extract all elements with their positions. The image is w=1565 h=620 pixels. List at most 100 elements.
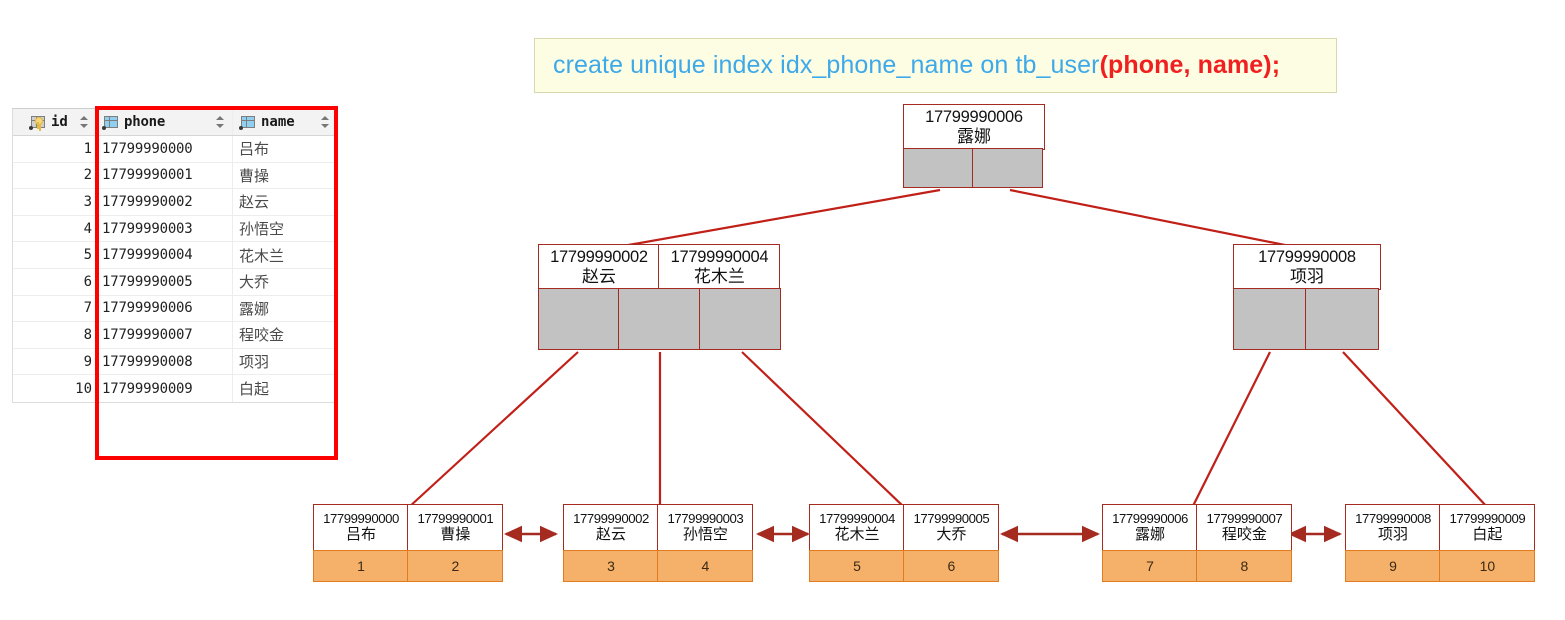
node-key-phone: 17799990008 <box>1258 248 1356 267</box>
grid-cell-id: 10 <box>75 380 92 397</box>
node-key-name: 花木兰 <box>834 525 880 543</box>
column-icon <box>102 115 119 130</box>
node-key-phone: 17799990008 <box>1355 511 1431 527</box>
grid-cell-id: 3 <box>83 193 92 210</box>
leaf-id-cell: 10 <box>1439 550 1536 583</box>
node-key-name: 赵云 <box>582 266 616 286</box>
node-key-phone: 17799990004 <box>819 511 895 527</box>
sql-statement-text: create unique index idx_phone_name on tb… <box>553 51 1280 80</box>
grid-cell-phone: 17799990003 <box>97 215 232 242</box>
grid-cell-name: 白起 <box>232 375 337 402</box>
node-key-name: 赵云 <box>595 525 626 543</box>
leaf-id-cell: 7 <box>1102 550 1198 583</box>
node-key-name: 花木兰 <box>693 266 745 286</box>
grid-cell-phone: 17799990009 <box>97 375 232 402</box>
grid-cell-name: 花木兰 <box>232 242 337 268</box>
sort-toggle-id-icon[interactable] <box>80 115 89 129</box>
grid-cell-name: 项羽 <box>232 348 337 375</box>
node-pointer-row <box>1233 288 1381 351</box>
column-header-phone-label: phone <box>124 114 166 130</box>
node-key-name: 吕布 <box>345 525 376 543</box>
grid-cell-name: 露娜 <box>232 295 337 322</box>
primary-key-icon <box>29 115 46 130</box>
node-pointer-cell <box>1305 288 1380 351</box>
node-key-phone: 17799990006 <box>925 108 1023 127</box>
sort-toggle-name-icon[interactable] <box>321 115 330 129</box>
grid-cell-id: 9 <box>83 353 92 370</box>
column-header-name[interactable]: name <box>232 109 337 135</box>
grid-cell-phone: 17799990002 <box>97 189 232 215</box>
edge-internal1-to-leaf3 <box>1191 351 1271 509</box>
grid-cell-phone: 17799990000 <box>97 136 232 162</box>
grid-cell-id: 1 <box>83 140 92 157</box>
node-pointer-cell <box>698 288 781 351</box>
node-pointer-cell <box>618 288 701 351</box>
node-key-name: 曹操 <box>440 525 471 543</box>
node-pointer-row <box>903 148 1045 189</box>
sql-indexed-columns: (phone, name); <box>1099 51 1281 79</box>
sql-statement-prefix: create unique index idx_phone_name on tb… <box>553 51 1100 79</box>
grid-cell-name: 曹操 <box>232 162 337 189</box>
grid-cell-phone: 17799990006 <box>97 295 232 322</box>
edge-internal1-to-leaf4 <box>1342 351 1489 509</box>
grid-cell-name: 孙悟空 <box>232 215 337 242</box>
node-key-name: 程咬金 <box>1221 525 1267 543</box>
grid-cell-id: 6 <box>83 273 92 290</box>
leaf-id-cell: 6 <box>903 550 1000 583</box>
node-key-phone: 17799990009 <box>1449 511 1526 527</box>
grid-header-row: id phone name <box>13 109 337 136</box>
grid-cell-phone: 17799990005 <box>97 268 232 295</box>
leaf-id-cell: 1 <box>313 550 409 583</box>
column-header-name-label: name <box>261 114 295 130</box>
grid-cell-name: 赵云 <box>232 189 337 215</box>
grid-cell-phone: 17799990001 <box>97 162 232 189</box>
leaf-id-cell: 9 <box>1345 550 1441 583</box>
column-header-phone[interactable]: phone <box>97 109 232 135</box>
edge-root-to-internal-0 <box>599 188 941 252</box>
column-header-id[interactable]: id <box>13 109 97 135</box>
column-icon <box>239 115 256 130</box>
column-header-id-label: id <box>51 114 68 130</box>
sql-statement-banner: create unique index idx_phone_name on tb… <box>534 38 1337 93</box>
node-key-phone: 17799990006 <box>1112 511 1188 527</box>
leaf-id-cell: 3 <box>563 550 659 583</box>
node-key-phone: 17799990002 <box>550 248 648 267</box>
leaf-id-cell: 5 <box>809 550 905 583</box>
sort-toggle-phone-icon[interactable] <box>216 115 225 129</box>
node-key-name: 项羽 <box>1290 266 1324 286</box>
node-key-name: 孙悟空 <box>682 525 728 543</box>
node-key-phone: 17799990007 <box>1206 511 1283 527</box>
